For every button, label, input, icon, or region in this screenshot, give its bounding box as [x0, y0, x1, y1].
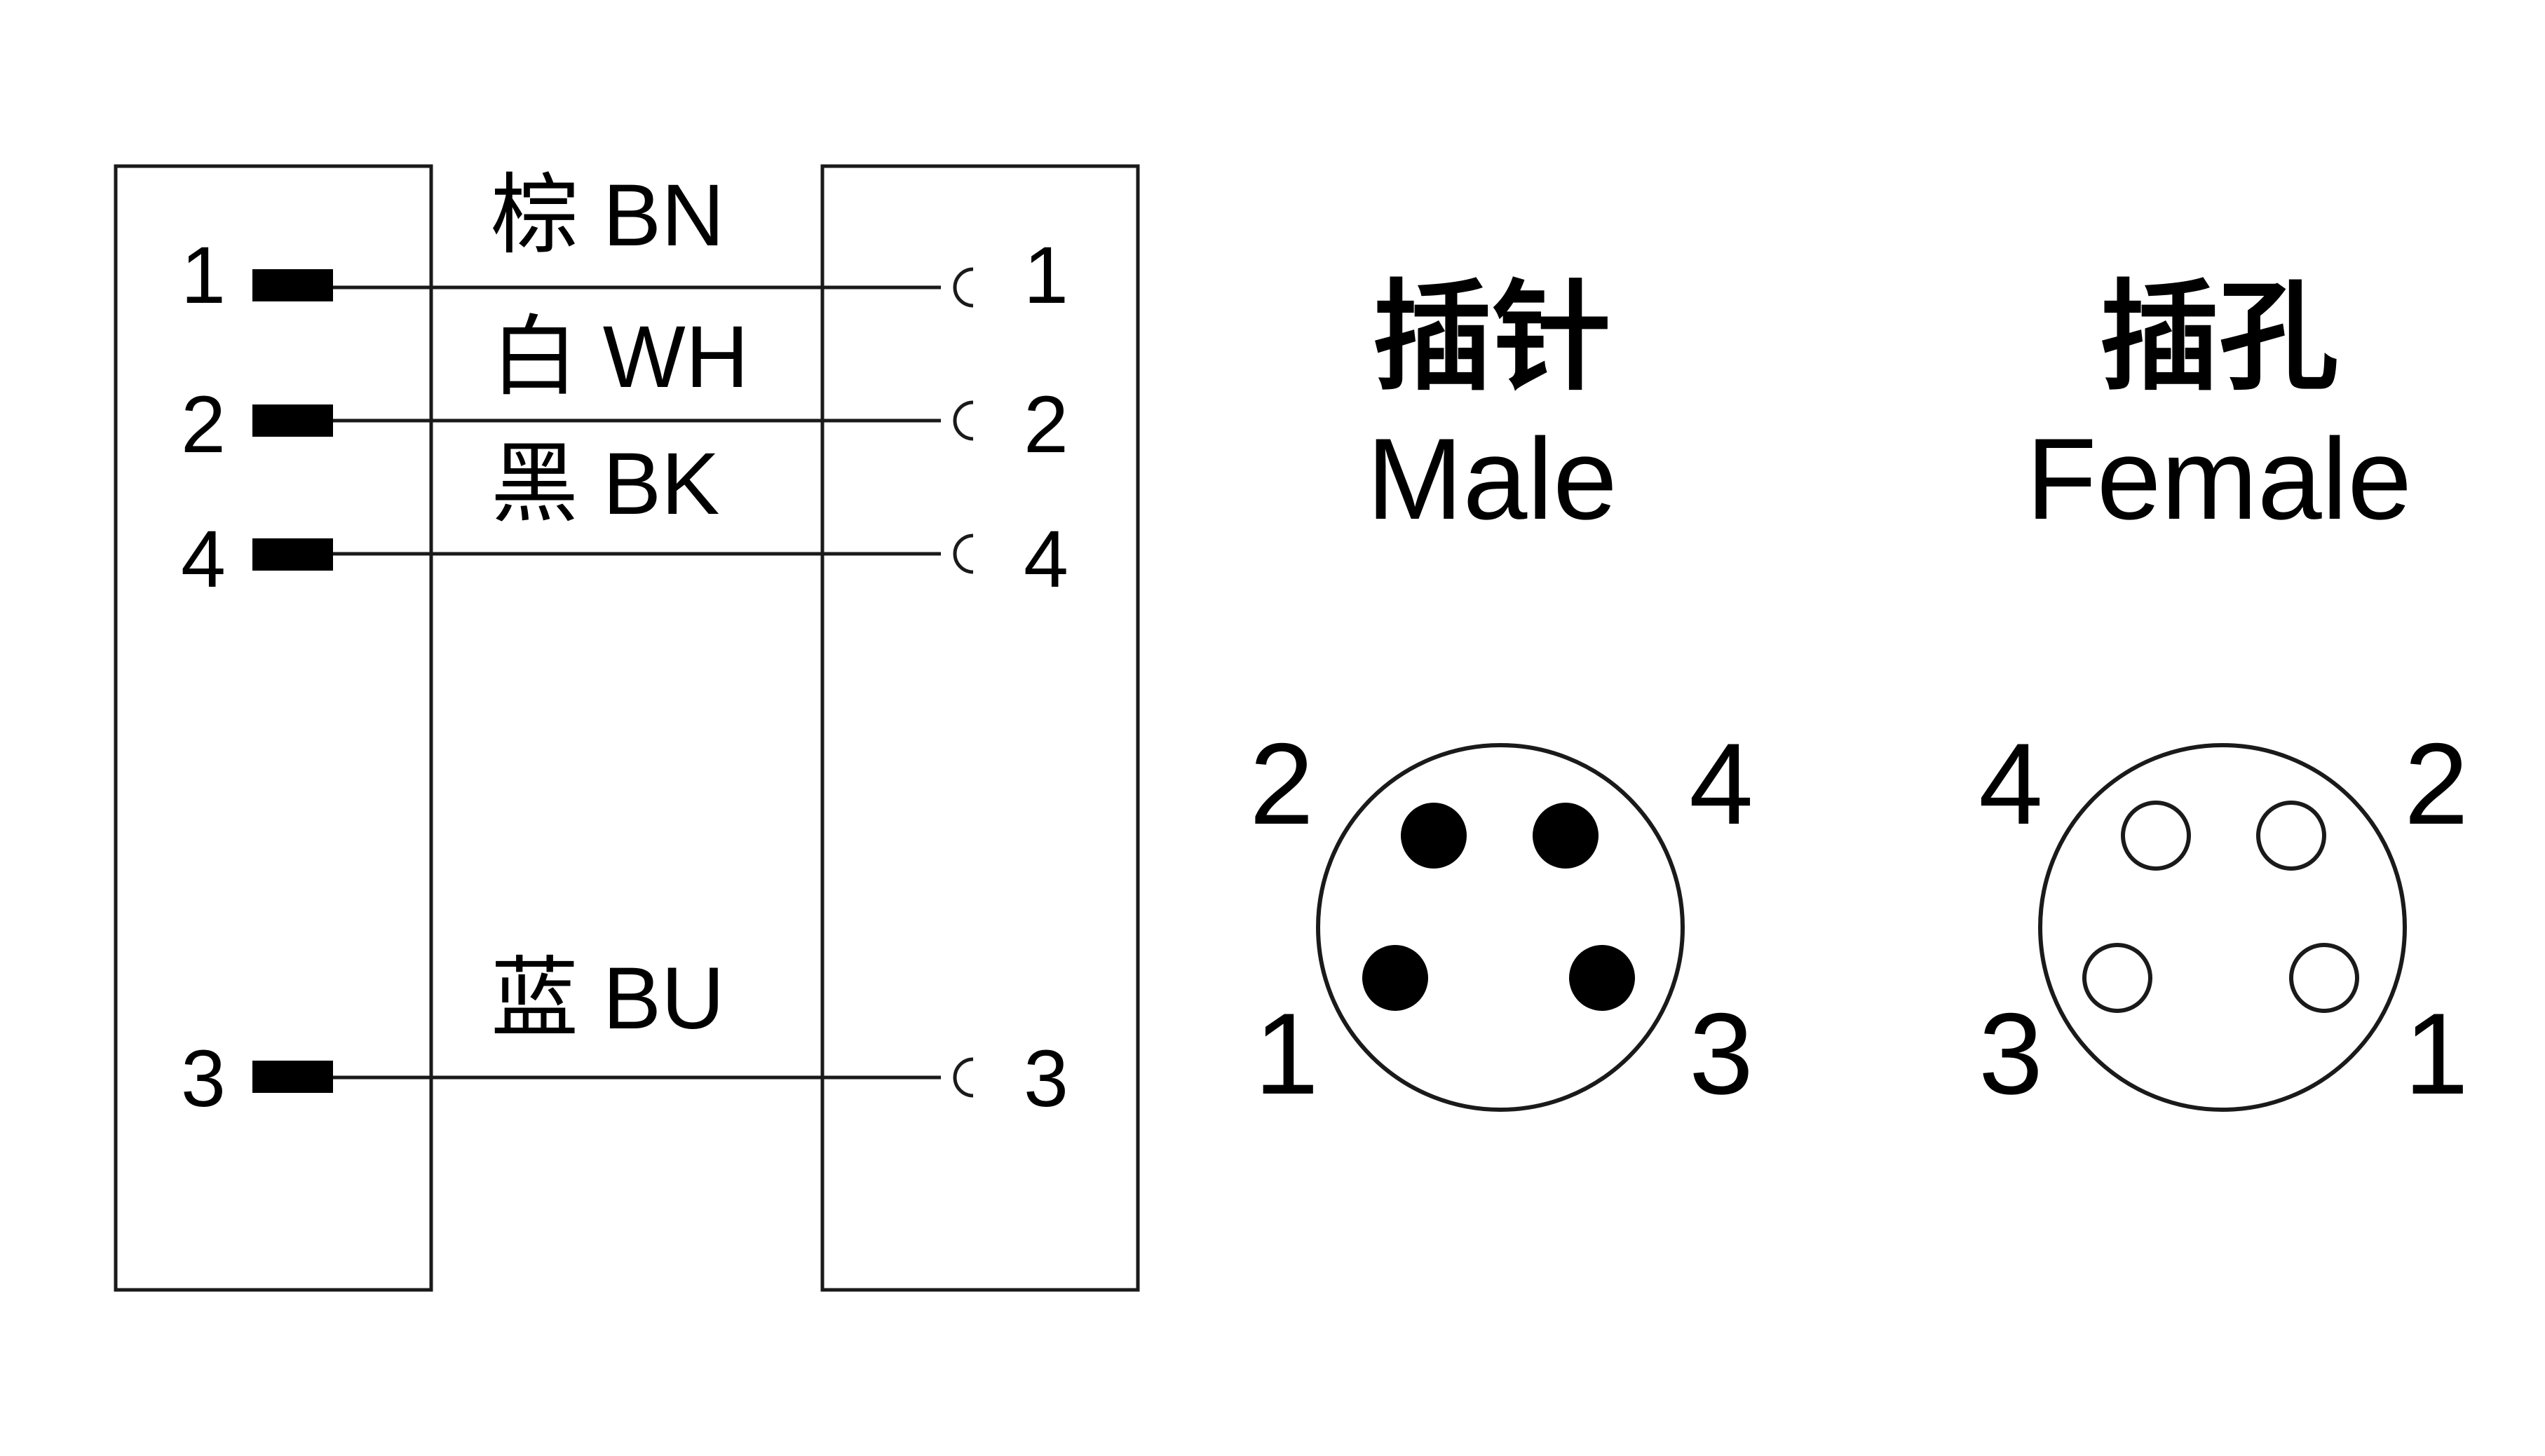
male-pin-label-bottom-right: 3 [1689, 989, 1753, 1118]
right-pin-1-label: 1 [1024, 231, 1068, 320]
male-pin-2-dot [1401, 803, 1467, 869]
left-pin-1-label: 1 [181, 231, 226, 320]
male-pin-3-dot [1569, 945, 1635, 1011]
male-pin-label-top-right: 4 [1689, 719, 1753, 848]
wire-4: 4 4 黑 BK [181, 435, 1068, 604]
male-title-cn: 插针 [1373, 271, 1611, 404]
female-pin-label-bottom-left: 3 [1979, 989, 2043, 1118]
female-socket-4-icon [953, 533, 974, 574]
right-connector-block [820, 164, 1140, 1292]
wire-3: 3 3 蓝 BU [181, 950, 1068, 1124]
female-title-cn: 插孔 [2100, 271, 2338, 404]
female-pin-label-top-right: 2 [2404, 719, 2469, 848]
left-pin-2-label: 2 [181, 380, 226, 470]
wire-4-color-label: 黑 BK [491, 435, 719, 533]
right-pin-2-label: 2 [1024, 380, 1068, 470]
male-face-outline [1316, 743, 1685, 1112]
male-pin-2-stub [252, 404, 333, 437]
male-pin-4-stub [252, 538, 333, 571]
male-connector: 插针 Male 2 4 1 3 [1249, 271, 1753, 1118]
female-face-outline [2038, 743, 2407, 1112]
right-pin-3-label: 3 [1024, 1034, 1068, 1124]
male-pin-label-top-left: 2 [1249, 719, 1314, 848]
female-connector: 插孔 Female 4 2 3 1 [1979, 271, 2469, 1118]
male-pin-4-dot [1533, 803, 1599, 869]
female-hole-3 [2082, 943, 2152, 1013]
male-pin-label-bottom-left: 1 [1254, 989, 1319, 1118]
wire-1-color-label: 棕 BN [491, 167, 724, 264]
female-hole-2 [2256, 801, 2326, 871]
female-pin-label-top-left: 4 [1979, 719, 2043, 848]
wire-2-color-label: 白 WH [491, 308, 749, 406]
left-pin-3-label: 3 [181, 1034, 226, 1124]
male-pin-1-stub [252, 269, 333, 301]
female-hole-4 [2121, 801, 2191, 871]
wire-1: 1 1 棕 BN [181, 167, 1068, 320]
female-pin-label-bottom-right: 1 [2404, 989, 2469, 1118]
female-socket-3-icon [953, 1057, 974, 1098]
wire-2: 2 2 白 WH [181, 308, 1068, 470]
female-socket-2-icon [953, 400, 974, 441]
female-socket-1-icon [953, 267, 974, 308]
male-title-en: Male [1366, 414, 1617, 543]
male-pin-1-dot [1362, 945, 1428, 1011]
female-hole-1 [2289, 943, 2359, 1013]
left-pin-4-label: 4 [181, 515, 226, 604]
female-title-en: Female [2026, 414, 2412, 543]
male-pin-3-stub [252, 1061, 333, 1093]
wire-3-color-label: 蓝 BU [491, 950, 724, 1047]
left-connector-block [114, 164, 433, 1292]
right-pin-4-label: 4 [1024, 515, 1068, 604]
